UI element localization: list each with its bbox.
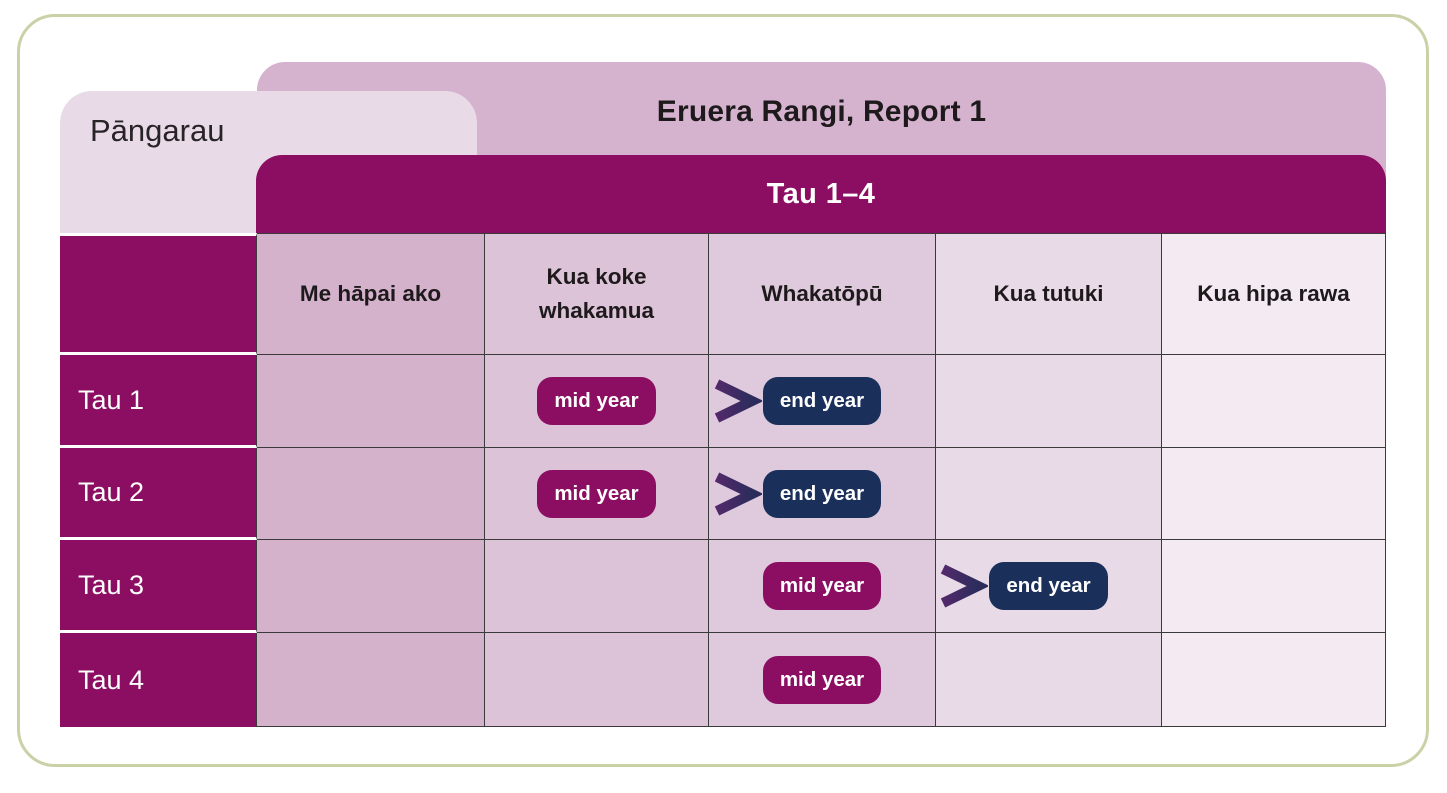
report-title: Eruera Rangi, Report 1	[656, 95, 987, 128]
cell-tau1-whakatopu: end year	[709, 355, 936, 448]
cell-tau1-kua-koke-whakamua: mid year	[485, 355, 709, 448]
cell-tau4-kua-tutuki	[936, 633, 1162, 727]
column-header-kua-hipa-rawa: Kua hipa rawa	[1162, 233, 1386, 355]
mid-year-badge: mid year	[762, 655, 882, 704]
end-year-badge: end year	[989, 562, 1108, 610]
mid-year-badge: mid year	[762, 562, 882, 610]
year-band: Tau 1–4	[256, 155, 1386, 233]
row-header-tau-2: Tau 2	[60, 448, 257, 540]
cell-tau3-whakatopu: mid year	[709, 540, 936, 633]
end-year-badge: end year	[762, 469, 882, 518]
column-header-kua-koke-whakamua: Kua koke whakamua	[485, 233, 709, 355]
mid-year-badge: mid year	[537, 377, 656, 425]
corner-header-cell	[60, 233, 257, 355]
progress-table: Me hāpai ako Kua koke whakamua Whakatōpū…	[60, 233, 1386, 727]
cell-tau4-kua-koke-whakamua	[485, 633, 709, 727]
cell-tau3-kua-tutuki: end year	[936, 540, 1162, 633]
cell-tau2-kua-koke-whakamua: mid year	[485, 448, 709, 540]
end-year-badge: end year	[762, 377, 882, 425]
column-header-me-hapai-ako: Me hāpai ako	[257, 233, 485, 355]
row-header-tau-1: Tau 1	[60, 355, 257, 448]
cell-tau3-kua-koke-whakamua	[485, 540, 709, 633]
cell-tau4-whakatopu: mid year	[709, 633, 936, 727]
cell-tau1-kua-tutuki	[936, 355, 1162, 448]
cell-tau2-kua-hipa-rawa	[1162, 448, 1386, 540]
row-header-tau-3: Tau 3	[60, 540, 257, 633]
cell-tau1-me-hapai-ako	[257, 355, 485, 448]
cell-tau3-me-hapai-ako	[257, 540, 485, 633]
row-header-tau-4: Tau 4	[60, 633, 257, 727]
cell-tau1-kua-hipa-rawa	[1162, 355, 1386, 448]
subject-tab-label: Pāngarau	[90, 113, 225, 148]
year-band-label: Tau 1–4	[766, 177, 876, 210]
cell-tau2-kua-tutuki	[936, 448, 1162, 540]
cell-tau4-kua-hipa-rawa	[1162, 633, 1386, 727]
cell-tau2-me-hapai-ako	[257, 448, 485, 540]
cell-tau2-whakatopu: end year	[709, 448, 936, 540]
cell-tau4-me-hapai-ako	[257, 633, 485, 727]
column-header-whakatopu: Whakatōpū	[709, 233, 936, 355]
cell-tau3-kua-hipa-rawa	[1162, 540, 1386, 633]
column-header-kua-tutuki: Kua tutuki	[936, 233, 1162, 355]
mid-year-badge: mid year	[537, 469, 656, 518]
